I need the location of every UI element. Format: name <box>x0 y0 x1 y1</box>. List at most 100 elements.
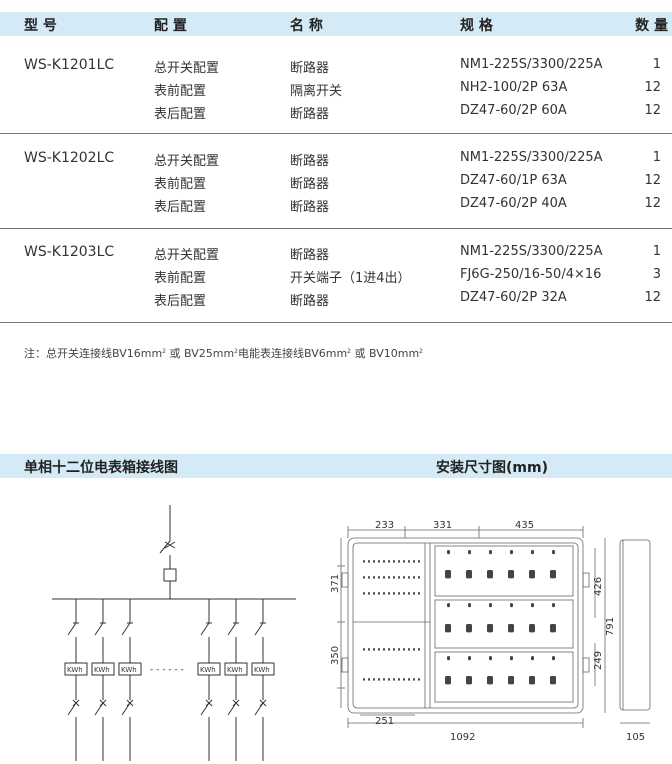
breaker-slot <box>552 603 555 608</box>
breaker-slot <box>510 603 513 608</box>
dims-title: 安装尺寸图(mm) <box>436 460 548 476</box>
breaker-slot <box>531 656 534 661</box>
breaker-slot <box>368 648 370 651</box>
dim-bottom-total: 1092 <box>450 732 475 743</box>
breaker-slot <box>550 676 556 685</box>
breaker-slot <box>413 678 415 681</box>
breaker-slot <box>487 624 493 633</box>
dim-bottom-inner: 251 <box>375 716 394 727</box>
breaker-slot <box>529 570 535 579</box>
breaker-slot <box>418 648 420 651</box>
breaker-slot <box>466 624 472 633</box>
wiring-note: 注：总开关连接线BV16mm2 或 BV25mm2电能表连接线BV6mm2 或 … <box>24 347 423 360</box>
qty-cell: 12 <box>644 103 661 118</box>
table-row: WS-K1201LC 总开关配置 断路器 NM1-225S/3300/225A … <box>0 55 672 77</box>
breaker-slot <box>445 624 451 633</box>
name-cell: 开关端子（1进4出） <box>290 271 411 286</box>
config-cell: 表后配置 <box>154 294 207 309</box>
breaker-slot <box>447 656 450 661</box>
dim-side-depth: 105 <box>626 732 645 743</box>
breaker-slot <box>413 648 415 651</box>
breaker-slot <box>529 624 535 633</box>
breaker-slot <box>408 678 410 681</box>
breaker-slot <box>378 560 380 563</box>
breaker-slot <box>393 678 395 681</box>
breaker-slot <box>408 648 410 651</box>
breaker-slot <box>403 560 405 563</box>
name-cell: 断路器 <box>290 107 330 122</box>
breaker-slot <box>373 678 375 681</box>
dim-left-2: 350 <box>330 646 341 665</box>
breaker-slot <box>508 624 514 633</box>
meter-label: KWh <box>67 666 83 674</box>
breaker-slot <box>418 678 420 681</box>
breaker-slot <box>383 560 385 563</box>
breaker-slot <box>510 656 513 661</box>
name-cell: 断路器 <box>290 61 330 76</box>
breaker-slot <box>445 570 451 579</box>
breaker-slot <box>378 648 380 651</box>
meter-label: KWh <box>254 666 270 674</box>
breaker-slot <box>466 676 472 685</box>
header-name: 名 称 <box>290 18 323 34</box>
spec-cell: DZ47-60/1P 63A <box>460 173 567 188</box>
breaker-slot <box>383 576 385 579</box>
spec-cell: DZ47-60/2P 40A <box>460 196 567 211</box>
table-row: WS-K1202LC 总开关配置 断路器 NM1-225S/3300/225A … <box>0 148 672 170</box>
row-divider <box>0 322 672 323</box>
table-header: 型 号 配 置 名 称 规 格 数 量 <box>0 12 672 36</box>
breaker-slot <box>487 570 493 579</box>
qty-cell: 1 <box>652 57 661 72</box>
breaker-slot <box>487 676 493 685</box>
breaker-slot <box>383 648 385 651</box>
table-row: 表后配置 断路器 DZ47-60/2P 40A 12 <box>0 194 672 216</box>
breaker-slot <box>531 550 534 555</box>
config-cell: 表后配置 <box>154 107 207 122</box>
breaker-slot <box>373 560 375 563</box>
name-cell: 断路器 <box>290 248 330 263</box>
config-cell: 总开关配置 <box>154 154 220 169</box>
spec-cell: FJ6G-250/16-50/4×16 <box>460 267 602 282</box>
name-cell: 断路器 <box>290 294 330 309</box>
dim-left-1: 371 <box>330 574 341 593</box>
breaker-slot <box>552 656 555 661</box>
breaker-slot <box>378 576 380 579</box>
config-cell: 表后配置 <box>154 200 207 215</box>
breaker-slot <box>388 648 390 651</box>
spec-cell: DZ47-60/2P 60A <box>460 103 567 118</box>
header-config: 配 置 <box>154 18 187 34</box>
header-qty: 数 量 <box>635 18 668 34</box>
breaker-slot <box>368 678 370 681</box>
qty-cell: 12 <box>644 196 661 211</box>
table-row: 表后配置 断路器 DZ47-60/2P 32A 12 <box>0 288 672 310</box>
breaker-slot <box>489 603 492 608</box>
spec-cell: NM1-225S/3300/225A <box>460 244 603 259</box>
breaker-slot <box>529 676 535 685</box>
ellipsis-dots: - - - - - - <box>150 665 184 675</box>
breaker-slot <box>408 560 410 563</box>
breaker-slot <box>418 592 420 595</box>
breaker-slot <box>466 570 472 579</box>
dims-header: 安装尺寸图(mm) <box>0 454 672 478</box>
table-row: 表后配置 断路器 DZ47-60/2P 60A 12 <box>0 101 672 123</box>
breaker-slot <box>393 576 395 579</box>
breaker-slot <box>398 648 400 651</box>
row-divider <box>0 133 672 134</box>
config-cell: 总开关配置 <box>154 248 220 263</box>
breaker-slot <box>383 592 385 595</box>
qty-cell: 1 <box>652 244 661 259</box>
section-header: 单相十二位电表箱接线图 <box>0 454 672 478</box>
breaker-slot <box>408 592 410 595</box>
spec-cell: NH2-100/2P 63A <box>460 80 568 95</box>
breaker-slot <box>418 560 420 563</box>
breaker-slot <box>388 592 390 595</box>
row-divider <box>0 228 672 229</box>
model-cell: WS-K1202LC <box>24 150 115 166</box>
breaker-slot <box>403 592 405 595</box>
dim-right-3: 249 <box>593 651 604 670</box>
breaker-slot <box>398 576 400 579</box>
meter-label: KWh <box>200 666 216 674</box>
breaker-slot <box>508 570 514 579</box>
breaker-slot <box>393 648 395 651</box>
name-cell: 隔离开关 <box>290 84 343 99</box>
